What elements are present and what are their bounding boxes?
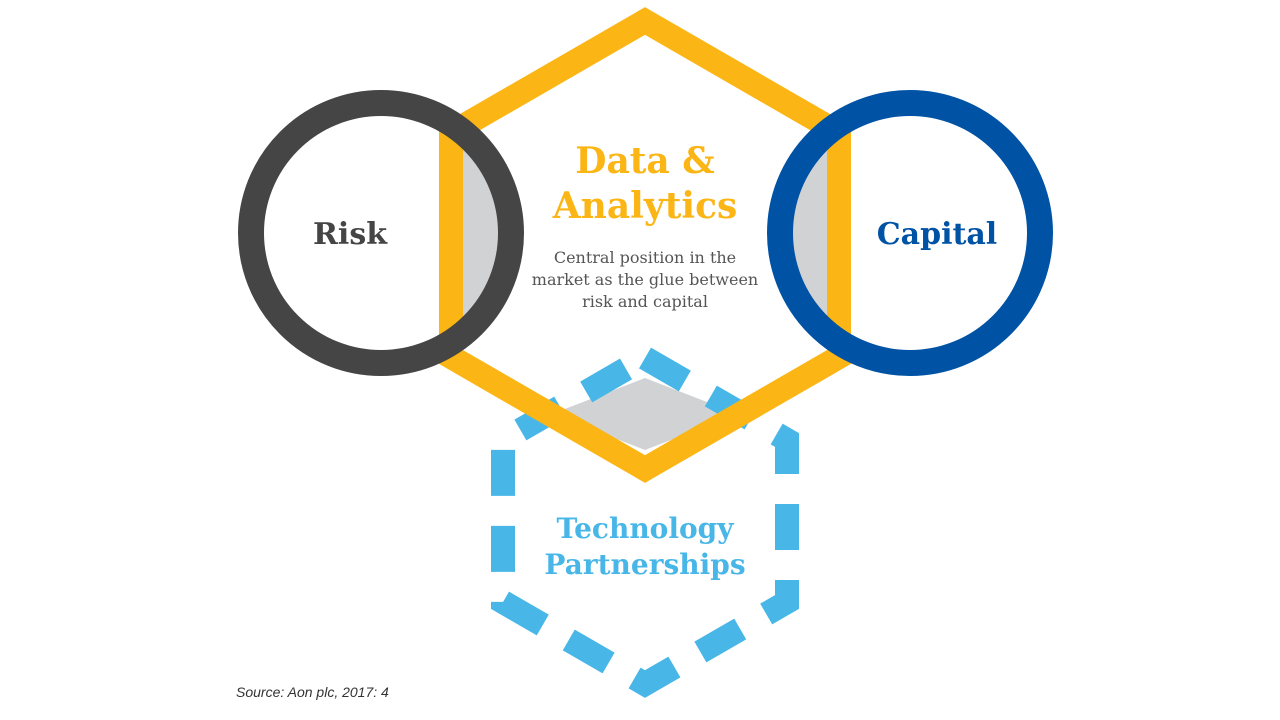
technology-label-line1: Technology	[556, 512, 734, 545]
technology-hexagon	[491, 344, 799, 698]
risk-label: Risk	[313, 217, 388, 252]
data-analytics-label-line2: Analytics	[552, 185, 738, 227]
data-analytics-desc-line3: risk and capital	[582, 292, 708, 311]
data-analytics-desc-line1: Central position in the	[554, 248, 736, 267]
capital-circle	[767, 90, 1053, 376]
capital-label: Capital	[877, 217, 997, 252]
data-analytics-label-line1: Data &	[575, 140, 715, 182]
source-caption: Source: Aon plc, 2017: 4	[236, 684, 389, 700]
technology-label-line2: Partnerships	[544, 548, 745, 581]
data-analytics-desc-line2: market as the glue between	[532, 270, 758, 289]
risk-circle	[238, 90, 524, 376]
